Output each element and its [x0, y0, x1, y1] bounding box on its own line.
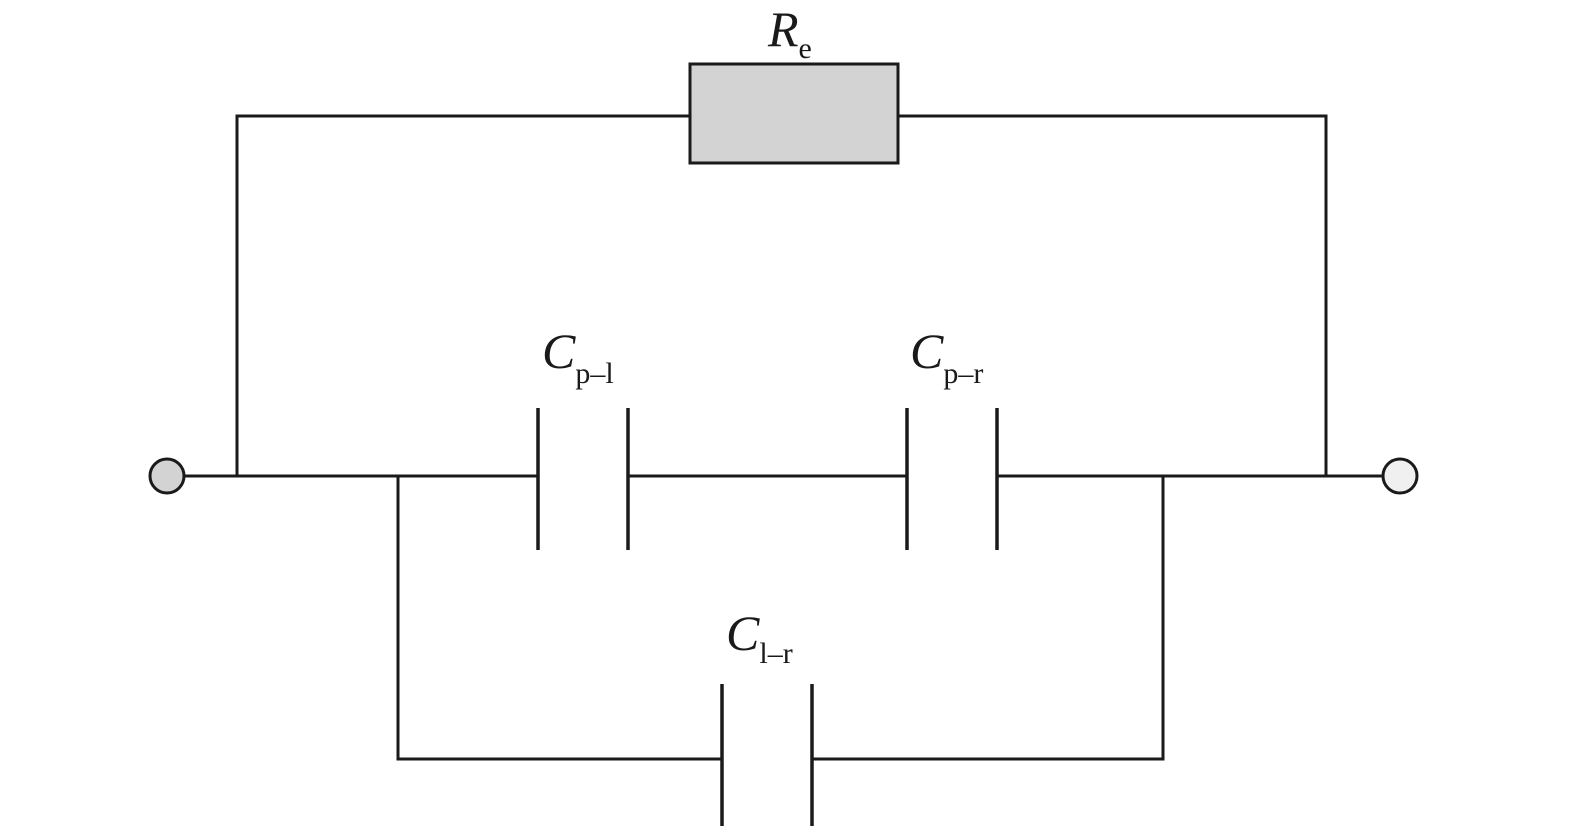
label-clr-symbol: C — [726, 605, 760, 661]
label-re: Re — [767, 1, 812, 65]
label-cpl: Cp–l — [542, 323, 614, 390]
capacitor-cpr — [905, 408, 999, 550]
label-clr: Cl–r — [726, 605, 793, 670]
terminal-left — [148, 457, 186, 495]
label-clr-subscript: l–r — [759, 637, 792, 670]
label-re-subscript: e — [799, 32, 812, 65]
label-cpr-symbol: C — [910, 323, 944, 379]
label-cpl-symbol: C — [542, 323, 576, 379]
label-re-symbol: R — [767, 1, 799, 57]
capacitor-clr — [720, 684, 814, 826]
label-cpr: Cp–r — [910, 323, 983, 390]
terminal-right — [1381, 457, 1419, 495]
capacitor-cpl — [536, 408, 630, 550]
resistor-re — [688, 62, 900, 165]
label-cpr-subscript: p–r — [943, 357, 983, 390]
label-cpl-subscript: p–l — [575, 357, 613, 390]
